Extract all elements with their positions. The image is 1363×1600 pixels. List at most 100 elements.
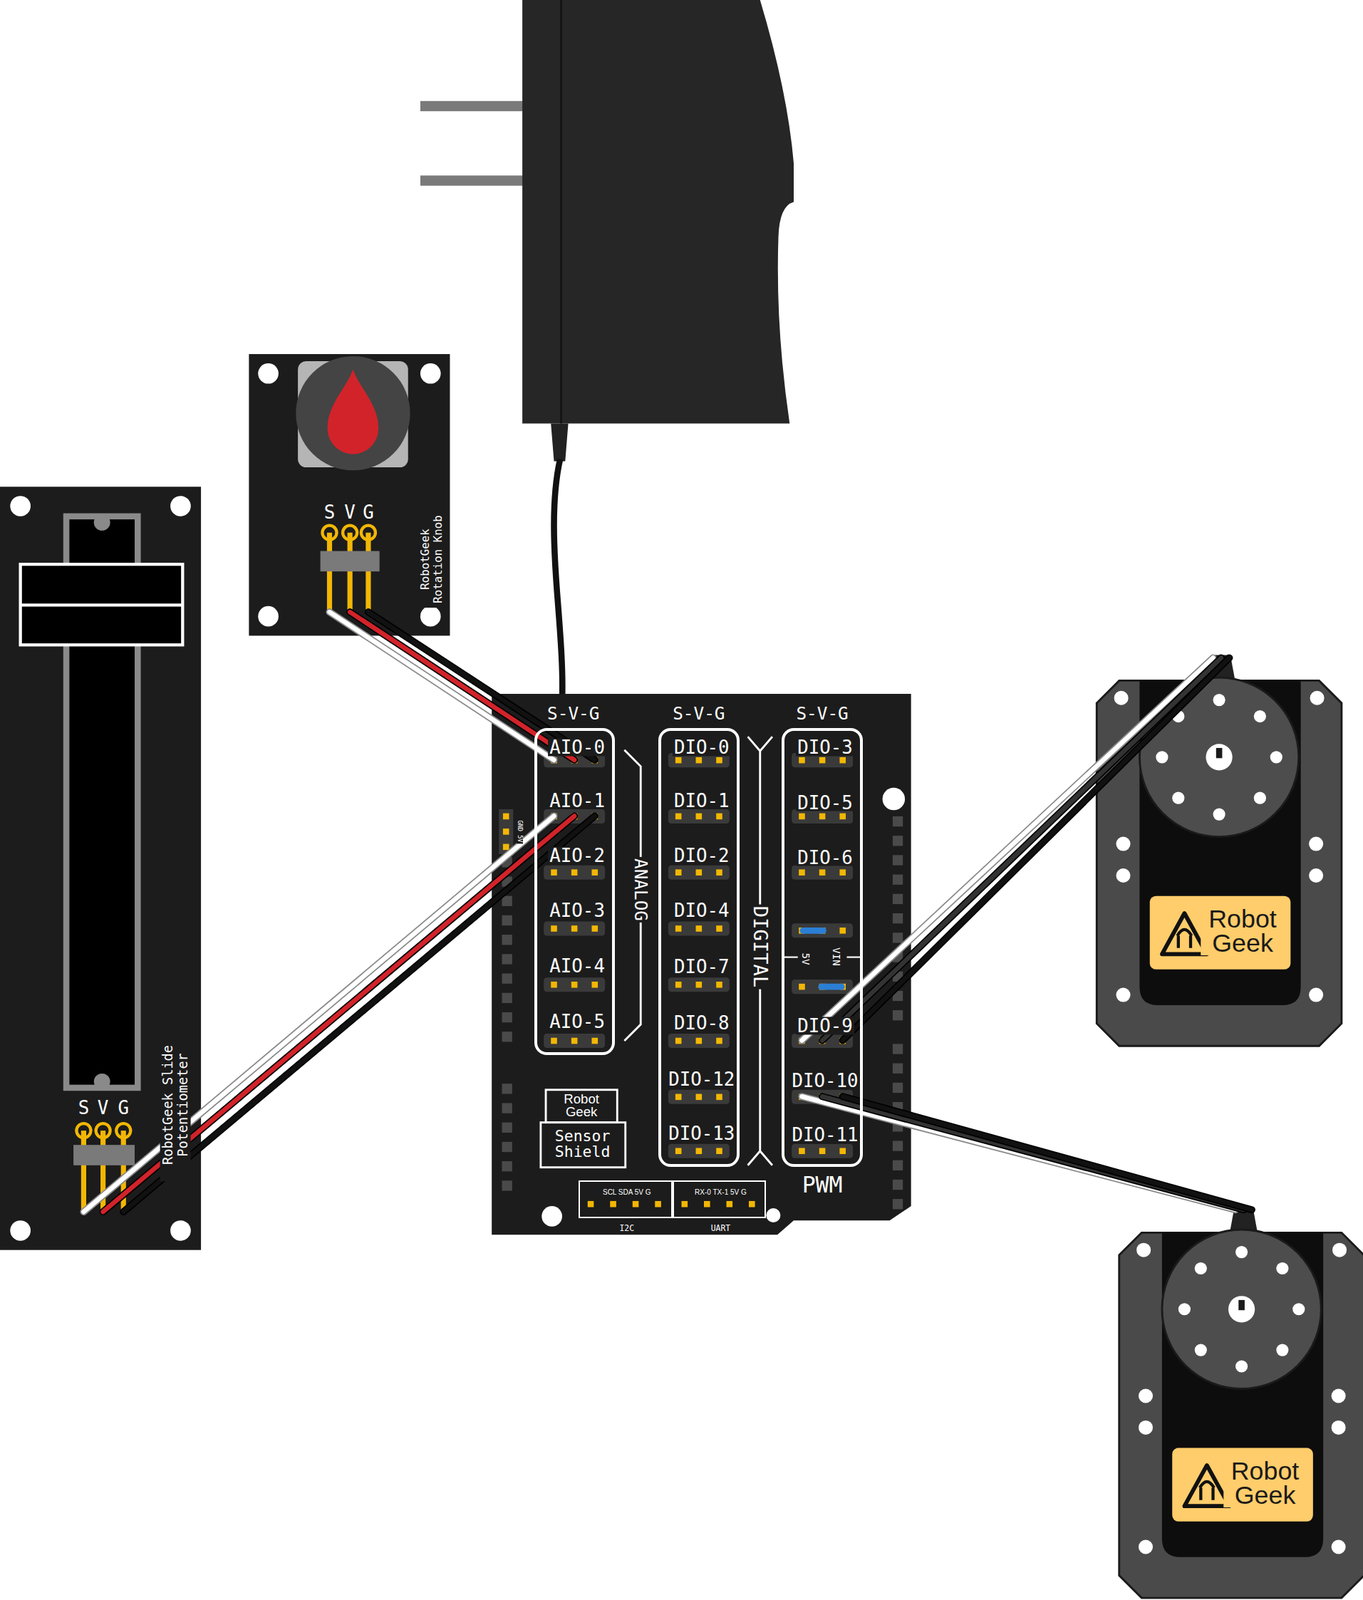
adapter-prong	[420, 101, 525, 112]
wire-outline	[83, 815, 554, 1212]
servo-motor: Robot Geek	[1119, 1232, 1363, 1599]
pin-letter: S	[322, 503, 338, 523]
header-pin	[327, 532, 333, 613]
text-slot: RobotGeek Rotation Knob	[418, 510, 445, 608]
port-label: DIO-1	[672, 791, 732, 809]
text-slot: DIO-9	[795, 1017, 855, 1036]
pin-header	[819, 813, 826, 821]
pin-header	[716, 869, 723, 876]
port-label: AIO-0	[547, 738, 607, 756]
port-label: DIO-12	[666, 1070, 737, 1088]
pin-letter: G	[361, 503, 376, 523]
pin-header	[668, 809, 730, 824]
mount-hole	[9, 1220, 31, 1242]
slider-cap-line	[20, 603, 184, 607]
text-slot: Robot Geek	[548, 1092, 615, 1120]
text-slot: DIO-3	[795, 738, 855, 757]
pin-header	[791, 923, 853, 938]
board	[248, 354, 450, 636]
group-label: PWM	[800, 1174, 844, 1197]
servo-motor	[1096, 655, 1342, 1047]
pin-header	[675, 925, 682, 932]
pin-header	[675, 1038, 682, 1045]
header-name: UART	[709, 1224, 733, 1233]
pin-ring	[342, 525, 357, 541]
pin-header	[543, 977, 605, 992]
pin-header	[791, 1033, 853, 1049]
pin-header	[696, 757, 703, 764]
mount-hole	[257, 363, 279, 385]
port-label: AIO-4	[547, 956, 607, 974]
pin-header	[819, 1147, 826, 1155]
wire-outline	[368, 612, 595, 761]
pin-header	[716, 813, 723, 821]
pin-header	[798, 1147, 806, 1155]
mount-hole	[882, 788, 906, 811]
pin-header	[668, 1090, 730, 1105]
pin-ring	[116, 1123, 131, 1138]
group-label: DIGITAL	[750, 904, 770, 989]
text-slot: DIO-4	[672, 902, 732, 920]
pin-header	[819, 1038, 826, 1045]
text-slot: DIO-2	[672, 847, 732, 865]
pin-header	[798, 1094, 806, 1101]
wire	[103, 815, 575, 1212]
port-label: DIO-11	[790, 1126, 860, 1144]
text-slot: DIGITAL	[750, 904, 770, 989]
wire-bundle	[801, 1096, 1252, 1210]
mount-hole	[170, 1220, 191, 1242]
wire	[349, 612, 575, 761]
wire	[822, 1096, 1244, 1210]
text-slot: DIO-7	[672, 958, 732, 977]
port-label: AIO-3	[547, 902, 607, 920]
wire-outline	[842, 658, 1230, 1041]
text-slot: G	[116, 1100, 131, 1119]
pin-header	[668, 977, 730, 992]
wire-bundle	[83, 815, 595, 1212]
wire-outline	[329, 612, 554, 761]
wire	[822, 658, 1222, 1041]
pin-letter: V	[342, 503, 357, 523]
side-header-pin	[892, 913, 903, 924]
side-header-pin	[892, 1199, 903, 1210]
rotation-knob-board-art	[248, 354, 450, 636]
wire	[842, 1096, 1252, 1210]
slide-potentiometer-board: RobotGeek Slide Potentiometer	[0, 486, 201, 1250]
pin-header	[696, 1094, 703, 1101]
side-header-pin	[892, 835, 903, 846]
pin-names: GND 5V	[516, 818, 523, 844]
pin-names: RX-0 TX-1 5V G	[693, 1189, 749, 1197]
pin-header	[791, 865, 853, 880]
analog-port-group: AIO-0AIO-1AIO-2AIO-3AIO-4AIO-5	[534, 728, 615, 1055]
text-slot: V	[96, 1100, 111, 1119]
pin-letter: G	[116, 1100, 131, 1119]
pin-header	[800, 927, 827, 935]
slide-potentiometer-board-art	[0, 486, 201, 1250]
knob-pointer	[327, 369, 380, 455]
pin-header	[839, 1094, 846, 1101]
mount-hole	[765, 1208, 781, 1223]
side-header-pin	[503, 844, 510, 851]
pin-header	[839, 869, 846, 876]
pin-header	[571, 757, 578, 764]
text-slot: DIO-11	[790, 1126, 860, 1145]
pin-header	[543, 977, 605, 992]
wire	[123, 815, 595, 1212]
servo-motor: Robot Geek	[1096, 680, 1342, 1046]
pin-header	[839, 1147, 846, 1155]
text-slot: S-V-G	[545, 705, 602, 723]
pin-header	[543, 921, 605, 936]
sensor-shield-art	[491, 693, 912, 1235]
side-header-pin	[501, 1012, 512, 1023]
pin-header	[668, 809, 730, 824]
pin-header	[675, 757, 682, 764]
text-slot: DIO-10	[790, 1072, 860, 1091]
bus-header-pin	[748, 1201, 756, 1208]
port-label: AIO-1	[547, 791, 607, 809]
pin-header	[668, 921, 730, 936]
wire-outline	[822, 1096, 1244, 1210]
text-slot: PWM	[800, 1174, 844, 1197]
side-header-pin	[892, 932, 903, 943]
